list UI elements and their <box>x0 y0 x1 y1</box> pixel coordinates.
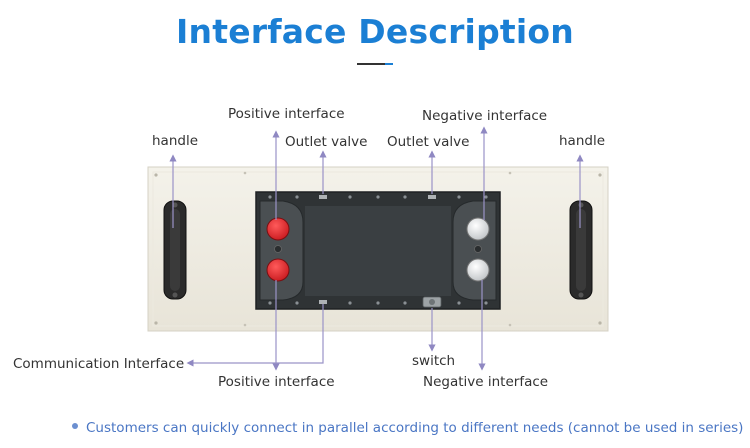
label-outlet-valve-left: Outlet valve <box>285 134 368 150</box>
page-title: Interface Description <box>176 12 574 51</box>
communication-port <box>319 300 327 304</box>
bullet-icon <box>72 423 78 429</box>
footer-text: Customers can quickly connect in paralle… <box>86 420 744 436</box>
footer-note: Customers can quickly connect in paralle… <box>72 420 743 436</box>
label-positive-interface-top: Positive interface <box>228 106 345 122</box>
left-handle <box>163 200 187 300</box>
negative-terminal-top <box>466 217 490 241</box>
label-communication-interface: Communication Interface <box>13 356 185 372</box>
label-handle-left: handle <box>152 133 199 149</box>
switch-icon <box>422 296 442 308</box>
title-underline-accent <box>385 63 393 65</box>
leader-lines <box>169 126 584 371</box>
label-negative-interface-top: Negative interface <box>422 108 548 124</box>
title-underline <box>357 63 385 65</box>
label-negative-interface-bottom: Negative interface <box>423 374 549 390</box>
positive-terminal-top <box>266 217 290 241</box>
outlet-valve-right <box>428 195 436 199</box>
outlet-valve-left <box>319 195 327 199</box>
positive-terminal-bottom <box>266 258 290 282</box>
label-positive-interface-bottom: Positive interface <box>218 374 335 390</box>
label-outlet-valve-right: Outlet valve <box>387 134 470 150</box>
label-handle-right: handle <box>559 133 606 149</box>
negative-terminal-bottom <box>466 258 490 282</box>
negative-terminal-housing <box>452 200 497 301</box>
label-switch: switch <box>412 353 456 369</box>
positive-terminal-housing <box>259 200 304 301</box>
right-handle <box>569 200 593 300</box>
